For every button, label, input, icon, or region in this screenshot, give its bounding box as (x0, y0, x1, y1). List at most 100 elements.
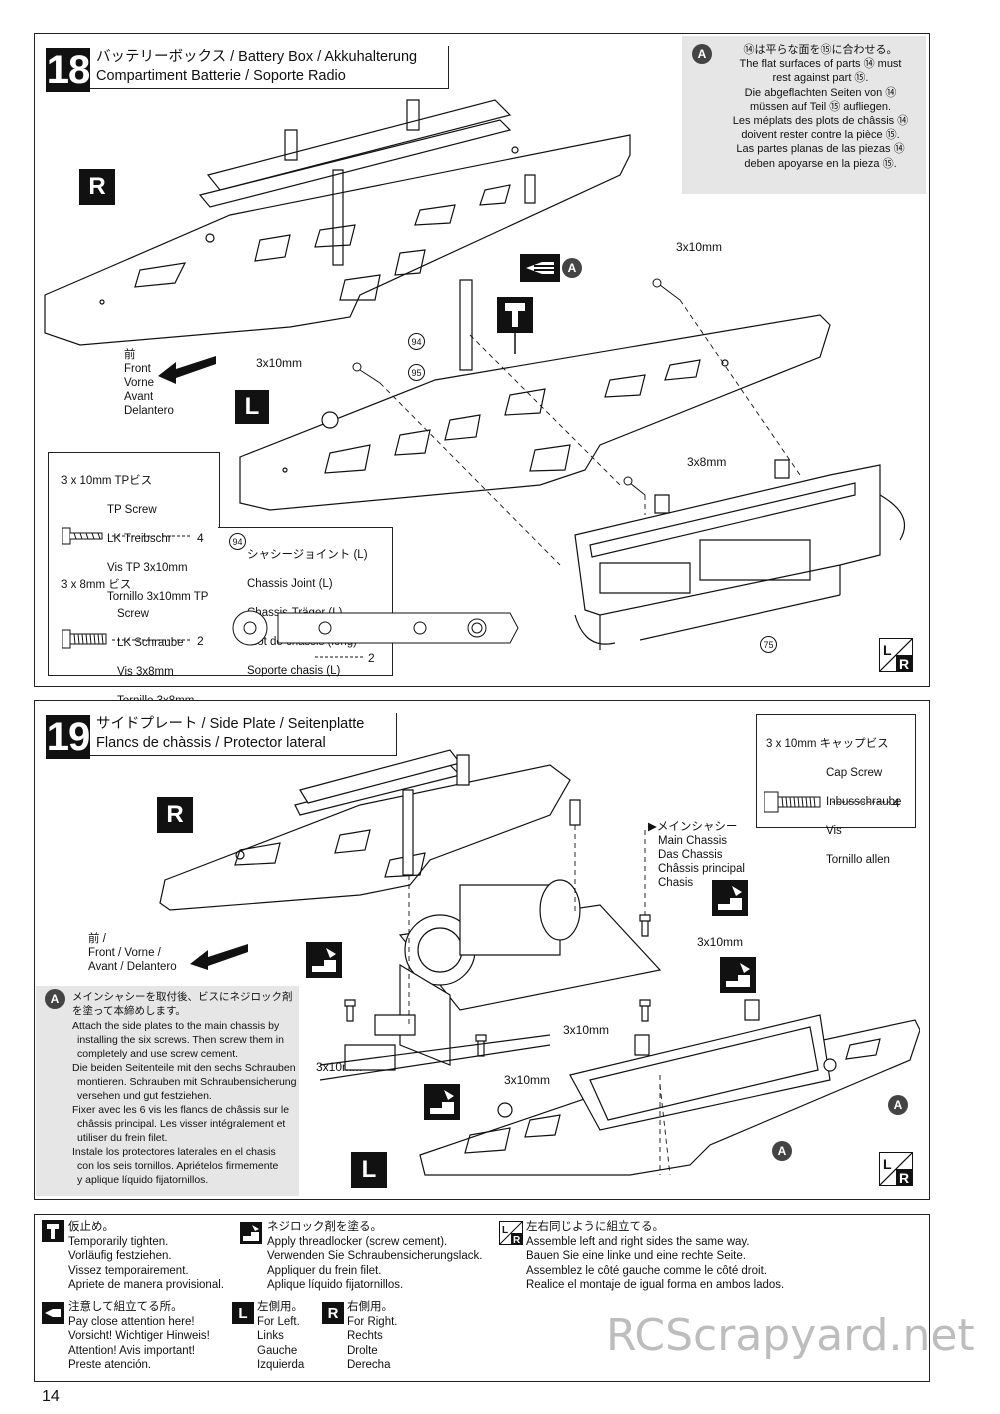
front-de: Vorne (124, 377, 155, 389)
step-19-right-side-marker: R (157, 797, 193, 833)
note-a-badge: A (692, 44, 712, 64)
guide-lines (409, 825, 670, 1175)
chassis-joint-icon (230, 608, 520, 668)
step-18-lr-icon: L R (879, 638, 913, 672)
cap-screw-qty: 4 (893, 796, 900, 810)
tp-screw-line: Vis TP 3x10mm (107, 561, 188, 574)
left-side-plate (420, 1000, 920, 1175)
note-line: メインシャシーを取付後、ビスにネジロック剤 (72, 991, 293, 1003)
svg-text:R: R (513, 1235, 521, 1244)
machine-screw-icon (62, 628, 192, 650)
tp-screw-line: 3 x 10mm TPビス (61, 474, 153, 487)
legend-left-icon: L (232, 1302, 254, 1324)
legend-cement-text: ネジロック剤を塗る。 Apply threadlocker (screw cem… (267, 1221, 483, 1291)
note-a-line: Les méplats des plots de châssis ⑭ (732, 115, 909, 128)
note-line: Fixer avec les 6 vis les flancs de châss… (72, 1104, 290, 1116)
step-18-front-label: 前 Front Vorne Avant Delantero (124, 348, 174, 418)
svg-text:R: R (899, 1170, 909, 1185)
main-chassis-label: ▶メインシャシー Main Chassis Das Chassis Châssi… (648, 820, 745, 890)
note-line: montieren. Schrauben mit Schraubensicher… (77, 1076, 297, 1088)
front-es: Delantero (124, 405, 174, 417)
joint-line: シャシージョイント (L) (247, 548, 368, 561)
tp-screw-name: 3 x 10mm TPビス TP Screw LK Treibschr Vis … (61, 459, 208, 619)
note-a-line: ⑭は平らな面を⑮に合わせる。 (743, 44, 898, 56)
step-19-left-side-marker: L (351, 1152, 387, 1188)
step-19-chassis-drawing (150, 735, 920, 1190)
screw-cement-icon (306, 942, 342, 978)
step-18-chassis-drawing (40, 95, 920, 685)
step-19-front-label: 前 / Front / Vorne / Avant / Delantero (88, 932, 177, 974)
note-a-badge: A (45, 989, 65, 1009)
screws (353, 279, 680, 495)
note-a-line: Las partes planas de las piezas ⑭ (736, 143, 905, 156)
screw-label-3x10: 3x10mm (563, 1023, 610, 1037)
step-19-number: 19 (46, 714, 90, 759)
left-right-icon: L R (880, 639, 912, 672)
main-chassis-line: Chasis (658, 877, 694, 889)
note-line: châssis principal. Les visser intégralem… (77, 1118, 286, 1130)
note-line: を塗って本締めします。 (72, 1005, 186, 1017)
joint-part-number: 94 (229, 533, 246, 550)
guide-lines (380, 300, 800, 565)
note-line: Die beiden Seitenteile mit den sechs Sch… (72, 1062, 296, 1074)
screw-cement-icon (720, 957, 756, 993)
right-side-plate (160, 750, 580, 910)
front-line: 前 / (88, 933, 106, 945)
svg-text:R: R (899, 656, 909, 671)
step-18-joint-box (218, 527, 393, 676)
main-chassis-line: Châssis principal (658, 863, 745, 875)
cap-screw-icon (764, 790, 900, 814)
legend-temporary-text: 仮止め。 Temporarily tighten. Vorläufig fest… (68, 1221, 224, 1291)
note-line: completely and use screw cement. (77, 1048, 239, 1060)
front-jp: 前 (124, 349, 136, 361)
temporary-tighten-icon (497, 297, 533, 333)
note-line: y aplique líquido fijatornillos. (77, 1174, 209, 1186)
joint-line: Chassis Joint (L) (247, 577, 333, 590)
screw-cement-icon (240, 1222, 262, 1244)
step-18-title-line1: バッテリーボックス / Battery Box / Akkuhalterung (96, 49, 418, 65)
part-number-94: 94 (408, 333, 425, 350)
temporary-tighten-icon (42, 1220, 64, 1242)
step-19-title-line1: サイドプレート / Side Plate / Seitenplatte (96, 716, 365, 732)
note-line: con los seis tornillos. Apriételos firme… (77, 1160, 279, 1172)
joint-line: Soporte chasis (L) (247, 664, 341, 677)
note-a-line: deben apoyarse en la pieza ⑮. (744, 157, 897, 170)
legend-attention-text: 注意して組立てる所。 Pay close attention here! Vor… (68, 1301, 210, 1371)
tp-screw-line: TP Screw (107, 503, 157, 516)
screw-label-3x10: 3x10mm (697, 935, 744, 949)
svg-text:L: L (502, 1225, 508, 1236)
front-arrow-icon (158, 356, 216, 384)
cap-screw-line: Vis (826, 824, 842, 837)
step-18-attention-callout: A (520, 254, 582, 287)
tighten-arrow (508, 330, 522, 356)
tp-screw-line: Tornillo 3x10mm TP (107, 590, 209, 603)
main-chassis-line: Das Chassis (658, 849, 723, 861)
machine-screw-qty: 2 (197, 634, 204, 648)
note-line: versehen und gut festziehen. (77, 1090, 212, 1102)
front-en: Front (124, 363, 151, 375)
step-19-title: サイドプレート / Side Plate / Seitenplatte Flan… (90, 713, 397, 756)
front-line: Front / Vorne / (88, 947, 161, 959)
svg-text:L: L (883, 1156, 892, 1172)
note-line: installing the six screws. Then screw th… (77, 1034, 284, 1046)
screw-line: Vis 3x8mm (117, 665, 174, 678)
pointing-hand-icon (42, 1302, 64, 1324)
legend-lr-icon: L R (499, 1221, 523, 1246)
screw-line: Screw (117, 607, 149, 620)
cap-screw-name: 3 x 10mm キャップビス Cap Screw Inbusschraube … (766, 722, 901, 882)
step-19-note-a: A メインシャシーを取付後、ビスにネジロック剤 を塗って本締めします。 Atta… (36, 986, 299, 1196)
step-18-number: 18 (46, 47, 90, 92)
note-a-line: rest against part ⑮. (772, 72, 869, 85)
note-line: Attach the side plates to the main chass… (72, 1020, 280, 1032)
main-chassis-engine (345, 880, 660, 1070)
main-chassis-line: ▶メインシャシー (648, 821, 738, 833)
callout-a-badge: A (562, 258, 582, 278)
part-number-75: 75 (760, 636, 777, 653)
step-18-right-side-marker: R (79, 169, 115, 205)
note-line: Instale los protectores laterales en el … (72, 1146, 276, 1158)
screw-label-3x10: 3x10mm (504, 1073, 551, 1087)
cap-screw-line: 3 x 10mm キャップビス (766, 737, 889, 750)
main-chassis-line: Main Chassis (658, 835, 728, 847)
left-chassis-plate (240, 315, 830, 510)
step-19-lr-icon: L R (879, 1152, 913, 1186)
